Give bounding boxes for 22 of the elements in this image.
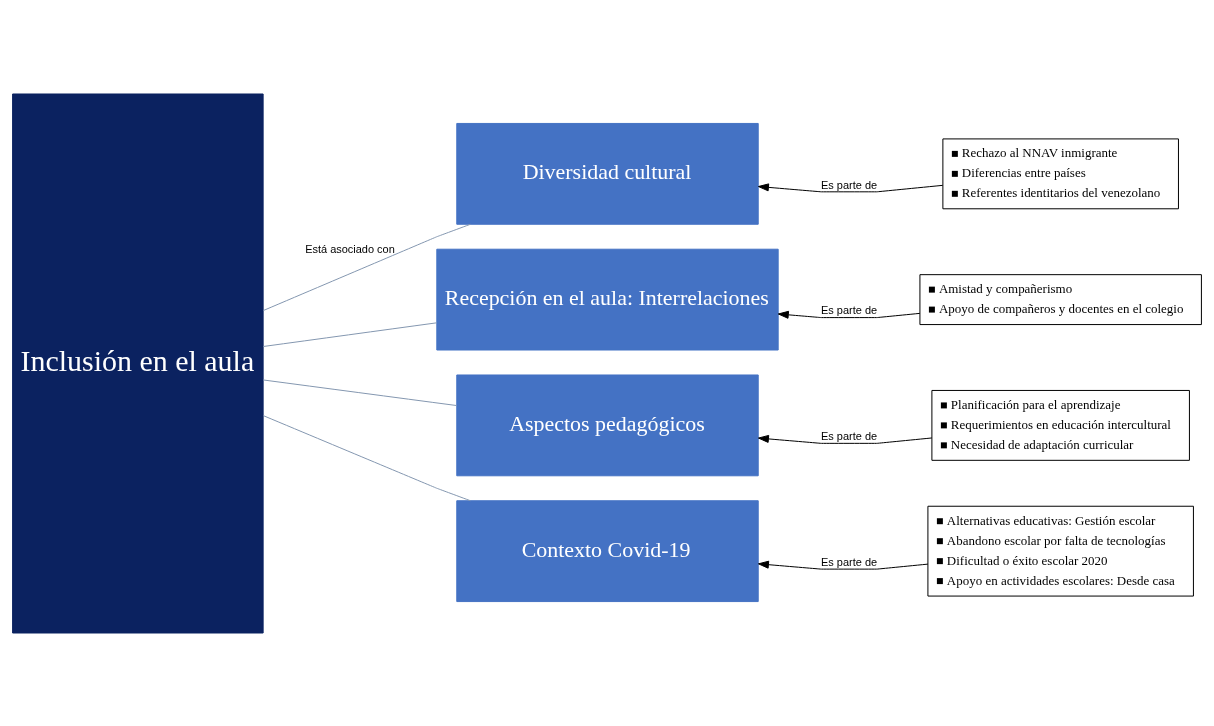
edge-label: Es parte de — [821, 303, 878, 316]
arrow — [757, 434, 933, 444]
arrow — [757, 182, 944, 192]
arrow — [777, 310, 921, 319]
edge-label: Es parte de — [821, 178, 878, 191]
node-box: Alternativas educativas: Gestión escolar Abandono escolar por falta de tecnologías Dificultad o éxito escolar 2020 Apoyo en actividades escolares: Desde casa — [927, 505, 1194, 597]
node-box: Recepción en el aula: Interrelaciones — [436, 248, 779, 350]
connector — [262, 321, 438, 347]
node-box: Rechazo al NNAV inmigrante Diferencias entre países Referentes identitarios del venezolano — [942, 137, 1179, 209]
edge-label: Está asociado con — [305, 242, 395, 254]
connector — [263, 414, 471, 501]
node-box: Amistad y compañerismo Apoyo de compañeros y docentes en el colegio — [919, 273, 1202, 325]
connector — [262, 378, 458, 406]
node-box: Diversidad cultural — [456, 122, 759, 225]
node-box: Aspectos pedagógicos — [456, 374, 759, 476]
node-box: Contexto Covid-19 — [456, 499, 759, 602]
connector — [263, 223, 471, 311]
node-box: Inclusión en el aula — [12, 93, 264, 633]
edge-label: Es parte de — [821, 555, 878, 568]
arrow — [757, 560, 929, 570]
node-box: Planificación para el aprendizaje Requerimientos en educación intercultural Necesidad de adaptación curricular — [931, 389, 1190, 461]
edge-label: Es parte de — [821, 429, 878, 442]
